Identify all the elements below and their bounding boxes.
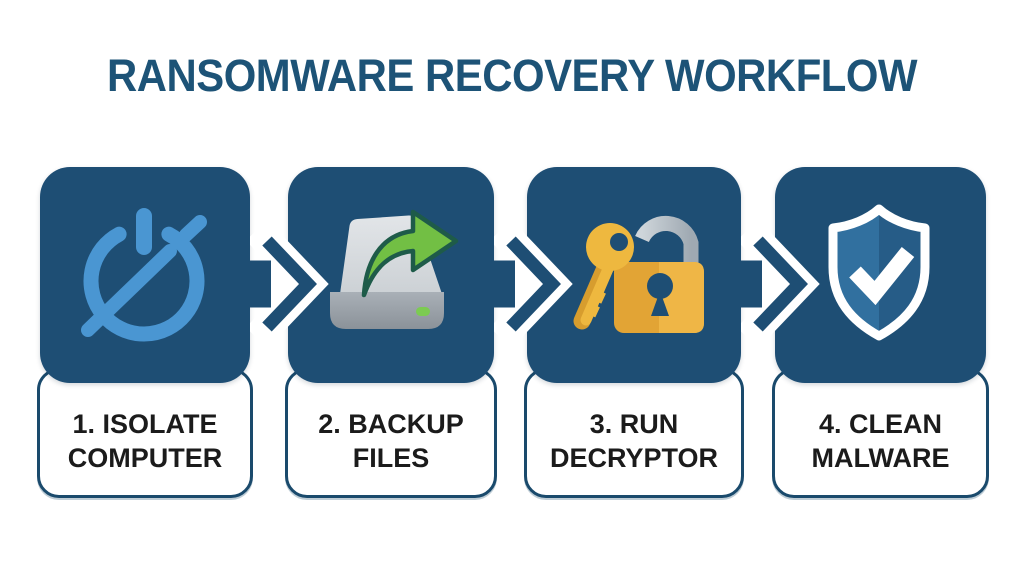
key-unlock-icon bbox=[573, 216, 704, 333]
flow-arrow-3 bbox=[741, 228, 820, 340]
step-2-label-line2: FILES bbox=[352, 443, 430, 473]
step-3-label-line1: 3. RUN bbox=[589, 409, 679, 439]
drive-led bbox=[416, 307, 430, 316]
step-4-label-line2: MALWARE bbox=[811, 443, 950, 473]
checkmark bbox=[848, 246, 914, 306]
backup-curved-arrow bbox=[361, 209, 459, 298]
key-tooth bbox=[585, 302, 600, 318]
key-tooth bbox=[591, 289, 606, 304]
power-off-icon bbox=[81, 208, 207, 342]
flow-arrow-2 bbox=[494, 228, 573, 340]
step-1-label-line1: 1. ISOLATE bbox=[72, 409, 218, 439]
step-4-label-line1: 4. CLEAN bbox=[818, 409, 943, 439]
step-1-label-line2: COMPUTER bbox=[67, 443, 223, 473]
keyhole bbox=[647, 273, 673, 299]
step-3-label-line2: DECRYPTOR bbox=[549, 443, 719, 473]
step-2-icon-panel bbox=[288, 167, 494, 383]
step-1-icon-panel bbox=[40, 167, 250, 383]
page-title: RANSOMWARE RECOVERY WORKFLOW bbox=[106, 50, 918, 101]
drive-backup-icon bbox=[330, 209, 459, 329]
lock-shackle bbox=[635, 216, 699, 271]
flow-arrow-1 bbox=[250, 228, 329, 340]
step-1-label-card: 1. ISOLATE COMPUTER bbox=[37, 368, 253, 498]
step-4-label-card: 4. CLEAN MALWARE bbox=[772, 368, 989, 498]
shield-check-icon bbox=[828, 204, 929, 341]
step-2-label-card: 2. BACKUP FILES bbox=[285, 368, 497, 498]
step-3-label-card: 3. RUN DECRYPTOR bbox=[524, 368, 744, 498]
step-2-label-line1: 2. BACKUP bbox=[318, 409, 464, 439]
